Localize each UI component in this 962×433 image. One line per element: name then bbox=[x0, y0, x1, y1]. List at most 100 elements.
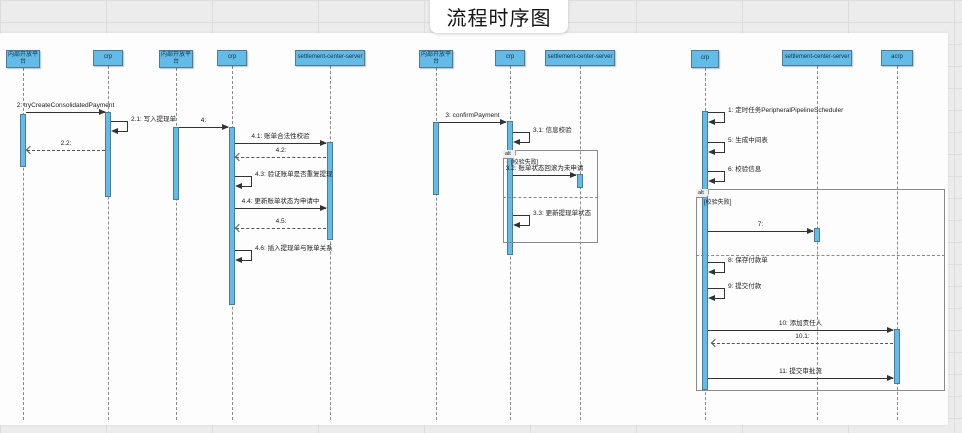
message-3-2[interactable]: 3.2: 账单状态回滚为未申请 bbox=[505, 165, 584, 172]
self-message-line bbox=[708, 112, 724, 113]
message-line bbox=[712, 343, 893, 344]
message-line bbox=[27, 150, 105, 151]
self-message-line bbox=[714, 152, 724, 153]
message-2-2[interactable]: 2.2: bbox=[60, 140, 72, 147]
activation-bar[interactable] bbox=[433, 122, 439, 195]
self-message-line bbox=[724, 112, 725, 123]
message-11[interactable]: 11: 提交审批流 bbox=[779, 368, 822, 375]
arrowhead-icon bbox=[222, 124, 229, 130]
actor-open-platform-1[interactable]: 内部开放平台 bbox=[6, 50, 40, 68]
message-4[interactable]: 4: bbox=[200, 117, 207, 124]
actor-open-platform-3[interactable]: 内部开放平台 bbox=[419, 50, 453, 68]
message-4-1[interactable]: 4.1: 账单合法性校验 bbox=[251, 133, 310, 140]
message-2-1[interactable]: 2.1: 写入提现单 bbox=[131, 116, 177, 123]
message-line bbox=[236, 228, 326, 229]
arrowhead-icon bbox=[320, 205, 327, 211]
message-2[interactable]: 2: tryCreateConsolidatedPayment bbox=[16, 102, 115, 109]
message-9[interactable]: 9: 提交付款 bbox=[728, 283, 762, 290]
message-4-2[interactable]: 4.2: bbox=[275, 147, 287, 154]
message-10[interactable]: 10: 添加责任人 bbox=[778, 320, 823, 327]
activation-bar[interactable] bbox=[327, 142, 333, 240]
message-line bbox=[708, 378, 893, 379]
actor-settlement-center-server-1[interactable]: settlement-center-server bbox=[295, 50, 365, 66]
activation-bar[interactable] bbox=[105, 112, 111, 197]
title-card: 流程时序图 bbox=[430, 0, 568, 33]
activation-bar[interactable] bbox=[814, 228, 820, 242]
self-message-line bbox=[111, 121, 127, 122]
arrowhead-icon bbox=[570, 172, 577, 178]
self-message-line bbox=[708, 142, 724, 143]
arrowhead-icon bbox=[235, 257, 242, 263]
self-message-line bbox=[127, 121, 128, 132]
message-3[interactable]: 3: confirmPayment bbox=[445, 112, 500, 119]
diagram-canvas bbox=[0, 33, 948, 425]
arrowhead-icon bbox=[708, 149, 715, 155]
arrowhead-icon bbox=[807, 228, 814, 234]
self-message-line bbox=[513, 215, 529, 216]
activation-bar[interactable] bbox=[702, 111, 708, 390]
self-message-line bbox=[251, 250, 252, 261]
message-1[interactable]: 1: 定时任务PeripheralPipelineScheduler bbox=[728, 107, 844, 114]
arrowhead-icon bbox=[111, 128, 118, 134]
message-line bbox=[179, 127, 228, 128]
self-message-line bbox=[519, 142, 529, 143]
lifeline-open-platform-1 bbox=[23, 68, 24, 420]
message-10-1[interactable]: 10.1: bbox=[795, 333, 810, 340]
actor-crp-4[interactable]: crp bbox=[691, 50, 719, 68]
message-4-6[interactable]: 4.6: 插入提现单与账单关系 bbox=[255, 245, 333, 252]
actor-label: 内部开放平台 bbox=[420, 51, 451, 65]
activation-bar[interactable] bbox=[577, 174, 583, 188]
activation-bar[interactable] bbox=[20, 114, 26, 167]
fragment-guard: [校验失败] bbox=[704, 200, 732, 206]
actor-label: crp bbox=[227, 54, 237, 61]
arrowhead-icon bbox=[708, 178, 715, 184]
self-message-line bbox=[724, 142, 725, 153]
actor-crp-3[interactable]: crp bbox=[495, 50, 525, 66]
message-4-5[interactable]: 4.5: bbox=[275, 218, 287, 225]
fragment-divider bbox=[696, 255, 945, 256]
actor-label: crp bbox=[700, 55, 710, 62]
alt-fragment[interactable] bbox=[696, 189, 945, 391]
actor-open-platform-2[interactable]: 内部开放平台 bbox=[159, 50, 193, 68]
actor-crp-2[interactable]: crp bbox=[217, 50, 247, 66]
message-4-4[interactable]: 4.4: 更新账单状态为申请中 bbox=[241, 198, 320, 205]
self-message-line bbox=[708, 262, 724, 263]
message-7[interactable]: 7: bbox=[757, 221, 764, 228]
activation-bar[interactable] bbox=[173, 127, 179, 200]
arrowhead-icon bbox=[99, 109, 106, 115]
message-line bbox=[236, 157, 326, 158]
arrowhead-icon bbox=[513, 139, 520, 145]
actor-settlement-center-server-2[interactable]: settlement-center-server bbox=[545, 50, 615, 66]
self-message-line bbox=[724, 171, 725, 182]
actor-crp-1[interactable]: crp bbox=[93, 50, 123, 66]
message-5[interactable]: 5: 生成中间表 bbox=[728, 137, 768, 144]
arrowhead-icon bbox=[887, 327, 894, 333]
message-line bbox=[235, 208, 326, 209]
message-4-3[interactable]: 4.3: 验证账单是否重复提现 bbox=[255, 171, 333, 178]
message-6[interactable]: 6: 校验信息 bbox=[728, 166, 762, 173]
actor-label: 内部开放平台 bbox=[160, 51, 191, 65]
message-3-1[interactable]: 3.1: 信息校验 bbox=[533, 127, 572, 134]
message-3-3[interactable]: 3.3: 更新提现单状态 bbox=[533, 210, 592, 217]
activation-bar[interactable] bbox=[894, 329, 900, 384]
lifeline-settlement-center-server-3 bbox=[817, 66, 818, 420]
arrowhead-icon bbox=[708, 295, 715, 301]
self-message-line bbox=[235, 250, 251, 251]
activation-bar[interactable] bbox=[507, 121, 513, 255]
self-message-line bbox=[724, 262, 725, 273]
self-message-line bbox=[714, 272, 724, 273]
arrowhead-icon bbox=[500, 119, 507, 125]
actor-label: crp bbox=[103, 54, 113, 61]
activation-bar[interactable] bbox=[229, 127, 235, 305]
page-title: 流程时序图 bbox=[446, 8, 552, 30]
actor-label: crp bbox=[505, 54, 515, 61]
message-line bbox=[439, 122, 506, 123]
alt-fragment[interactable] bbox=[503, 150, 598, 243]
self-message-line bbox=[513, 132, 529, 133]
actor-settlement-center-server-3[interactable]: settlement-center-server bbox=[782, 50, 852, 66]
actor-acrp[interactable]: acrp bbox=[881, 50, 913, 66]
self-message-line bbox=[708, 288, 724, 289]
actor-label: 内部开放平台 bbox=[7, 51, 38, 65]
message-8[interactable]: 8: 保存付款单 bbox=[728, 257, 768, 264]
